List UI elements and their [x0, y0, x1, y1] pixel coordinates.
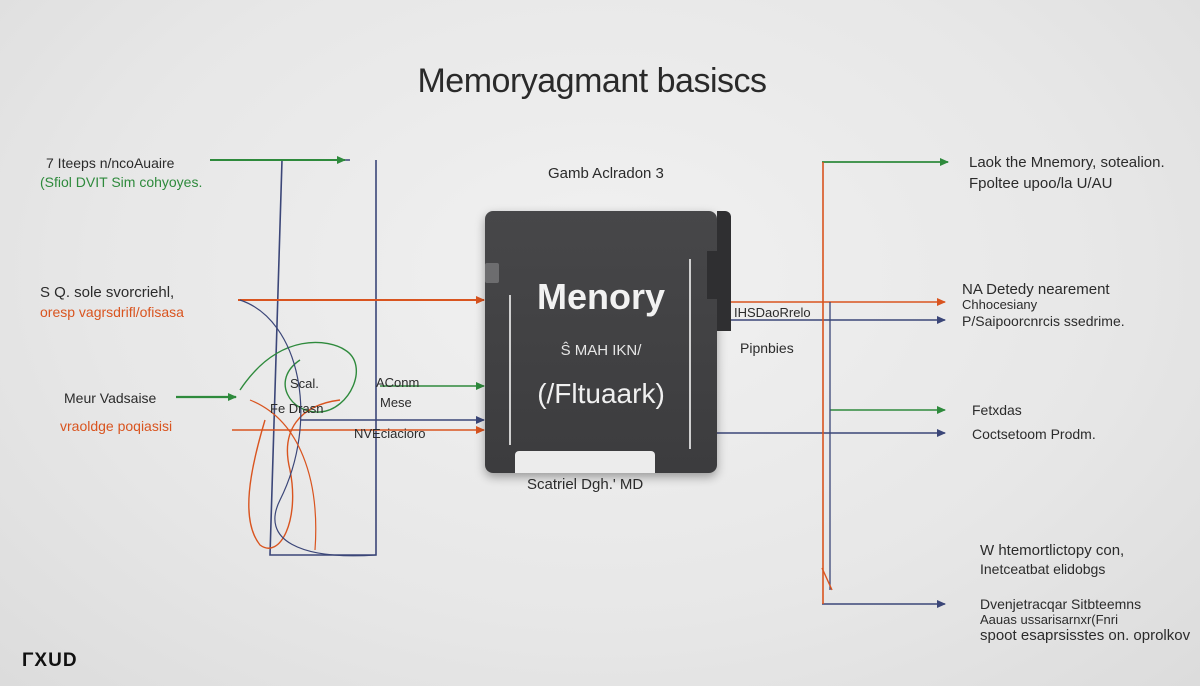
- chip-title: Menory: [536, 276, 666, 317]
- curve-orange-2: [249, 399, 317, 551]
- curve-green-1: [239, 341, 357, 413]
- curve-navy-1: [239, 299, 377, 557]
- memory-chip: [485, 211, 731, 473]
- right-low-label-2: Inetceatbat elidobgs: [980, 561, 1106, 577]
- brand-logo: ΓXUD: [22, 650, 78, 671]
- chip-top-label: Gamb Aclradon 3: [548, 165, 664, 182]
- chip-inner-label: (/Fltuaark): [537, 378, 665, 409]
- right-bottom-label-1: Dvenjetracqar Sitbteemns: [980, 596, 1142, 612]
- left-low-label-2: vraoldge poqiasisi: [60, 418, 173, 434]
- right-low-label-1: W htemortlictopy con,: [980, 542, 1125, 559]
- diagram-title: Memoryagmant basiscs: [417, 62, 767, 100]
- right-near-chip-label-1: IHSDaoRrelo: [734, 305, 811, 320]
- left-small-label-1: Scal.: [290, 376, 319, 391]
- right-label-5: Coctsetoom Prodm.: [972, 426, 1096, 442]
- left-mid-label-2: oresp vagrsdrifl/ofisasa: [40, 304, 184, 320]
- left-top-label-1: 7 Iteeps n/ncoAuaire: [46, 155, 175, 171]
- right-bottom-label-2: Aauas ussarisarnxr(Fnri: [980, 612, 1118, 627]
- right-mid-label-2: Chhocesiany: [962, 297, 1038, 312]
- chip-bottom-label: Scatriel Dgh.' MD: [527, 476, 644, 493]
- right-label-4: Fetxdas: [972, 402, 1022, 418]
- left-small-label-5: NVEciacioro: [354, 426, 426, 441]
- right-top-label-1: Laok the Mnemory, sotealion.: [969, 154, 1165, 171]
- right-mid-label-1: NA Detedy nearement: [962, 281, 1110, 298]
- left-mid-label-1: S Q. sole svorcriehl,: [40, 284, 175, 301]
- left-small-label-2: Fe Drasn: [270, 401, 324, 416]
- right-bottom-label-3: spoot esaprsisstes on. oprolkov: [980, 627, 1191, 644]
- left-small-label-3: AConm: [376, 375, 420, 390]
- right-mid-label-3: P/Saipoorcnrcis ssedrime.: [962, 313, 1125, 329]
- curve-orange-1: [248, 399, 341, 549]
- right-rail-orange-2: [821, 567, 833, 591]
- right-top-label-2: Fpoltee upoo/la U/AU: [969, 175, 1113, 192]
- left-small-label-4: Mese: [380, 395, 412, 410]
- chip-subtitle: Ŝ MAH IKN/: [560, 342, 642, 359]
- right-near-chip-label-2: Pipnbies: [740, 340, 794, 356]
- left-top-label-2: (Sfiol DVIT Sim cohyoyes.: [40, 174, 203, 190]
- left-low-label-1: Meur Vadsaise: [64, 390, 157, 406]
- left-rail-outer: [269, 159, 377, 556]
